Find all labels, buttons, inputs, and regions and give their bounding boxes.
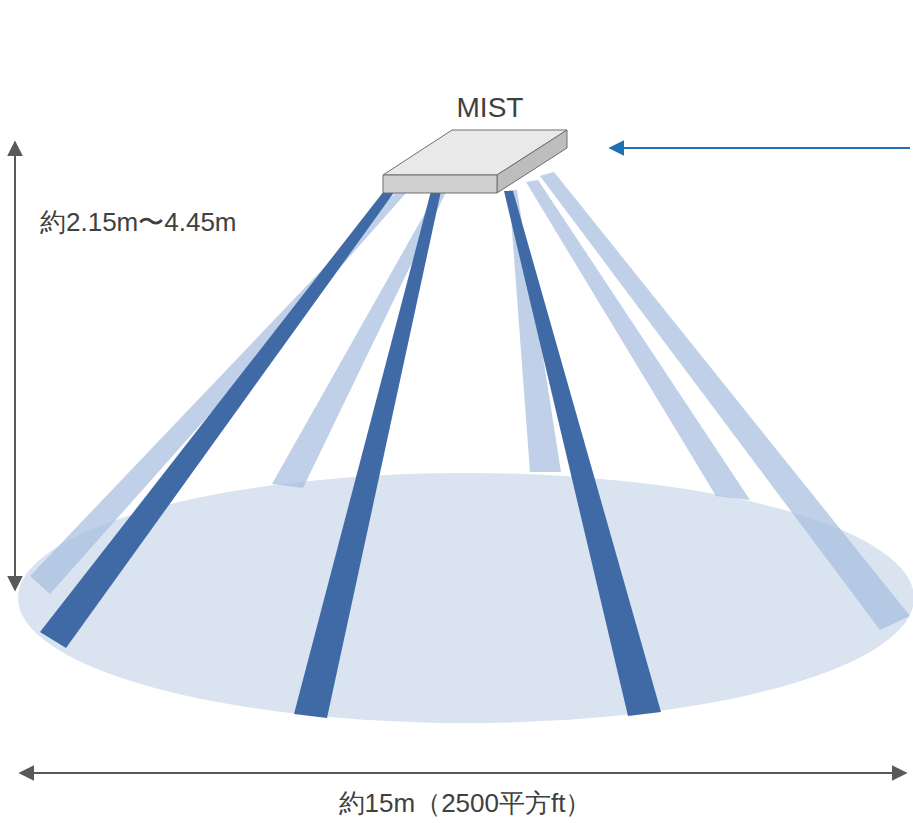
dark-beams (40, 191, 661, 718)
dimension-label: 約15m（2500平方ft） (339, 788, 592, 818)
device-name: MIST (380, 92, 572, 124)
pointer-arrow (610, 147, 910, 149)
height-dimension (14, 142, 16, 590)
device-face (497, 130, 567, 193)
light-beams (30, 172, 910, 630)
width-dimension (20, 772, 906, 774)
dimension-label: 約2.15m〜4.45m (40, 207, 237, 237)
device-face (383, 175, 497, 193)
device-node: MIST (380, 92, 572, 196)
